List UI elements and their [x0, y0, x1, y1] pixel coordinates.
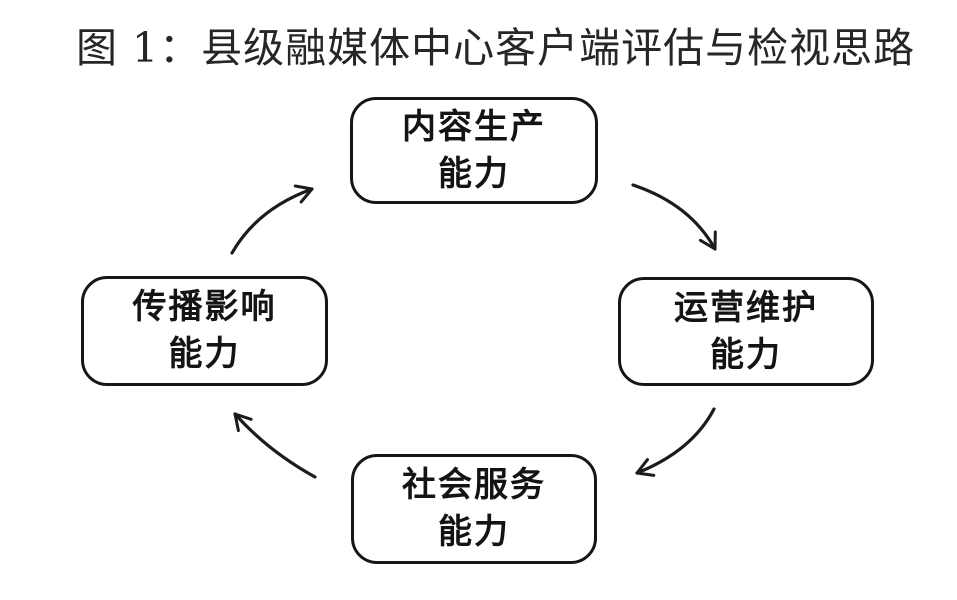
node-operation-maintenance-label-line2: 能力	[710, 335, 782, 374]
arrow-left-to-top-icon	[230, 184, 314, 255]
node-content-production-label-line2: 能力	[438, 154, 510, 193]
node-operation-maintenance: 运营维护 能力	[618, 277, 874, 386]
node-communication-influence: 传播影响 能力	[81, 276, 328, 386]
node-social-service-label-line2: 能力	[438, 513, 510, 551]
node-social-service-label-line1: 社会服务	[402, 466, 546, 504]
arrow-top-to-right-icon	[631, 183, 717, 251]
figure-title: 图 1：县级融媒体中心客户端评估与检视思路	[76, 24, 916, 72]
arrow-bottom-to-left-icon	[233, 412, 317, 479]
node-communication-influence-label-line2: 能力	[168, 335, 241, 373]
arrow-right-to-bottom-icon	[635, 407, 716, 477]
node-communication-influence-label-line1: 传播影响	[132, 288, 277, 326]
node-content-production: 内容生产 能力	[350, 97, 598, 204]
node-content-production-label-line1: 内容生产	[402, 107, 546, 146]
node-social-service: 社会服务 能力	[351, 454, 597, 564]
node-operation-maintenance-label-line1: 运营维护	[674, 288, 818, 327]
